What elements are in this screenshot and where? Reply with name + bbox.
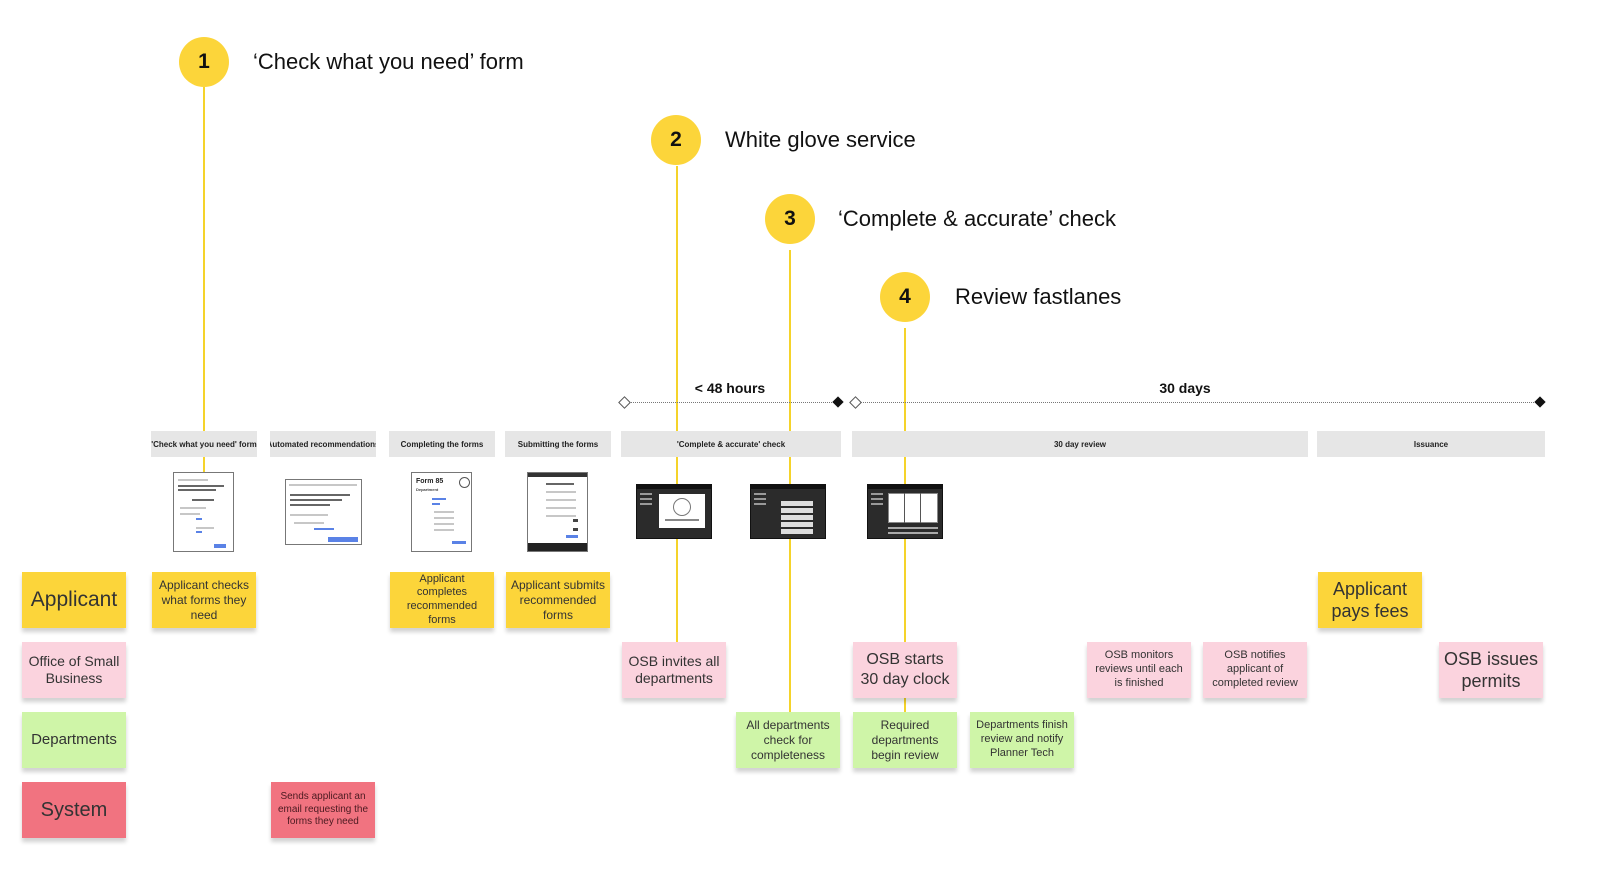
thumbnail-automated-recommendations xyxy=(285,479,362,545)
phase-complete-accurate-check: 'Complete & accurate' check xyxy=(621,431,841,457)
timeline-48-hours-end-marker xyxy=(832,396,844,408)
callout-1-label: ‘Check what you need’ form xyxy=(253,49,524,74)
callout-4-badge: 4 xyxy=(880,272,930,322)
thumbnail-form-85: Form 85 Department xyxy=(411,472,472,552)
sticky-departments-check: All departments check for completeness xyxy=(736,712,840,768)
phase-automated-recommendations: Automated recommendations xyxy=(270,431,376,457)
callout-2-badge: 2 xyxy=(651,115,701,165)
sticky-osb-monitors: OSB monitors reviews until each is finis… xyxy=(1087,642,1191,698)
sticky-applicant-pays: Applicant pays fees xyxy=(1318,572,1422,628)
lane-applicant: Applicant xyxy=(22,572,126,628)
form-85-seal-icon xyxy=(459,477,470,488)
lane-office-of-small-business: Office of Small Business xyxy=(22,642,126,698)
timeline-30-days-label: 30 days xyxy=(1159,380,1211,396)
sticky-departments-finish: Departments finish review and notify Pla… xyxy=(970,712,1074,768)
form-85-subtitle: Department xyxy=(416,487,439,492)
callout-4-label: Review fastlanes xyxy=(955,284,1122,309)
lane-departments: Departments xyxy=(22,712,126,768)
callout-3-badge: 3 xyxy=(765,194,815,244)
sticky-system-sends-email: Sends applicant an email requesting the … xyxy=(271,782,375,838)
sticky-osb-notifies: OSB notifies applicant of completed revi… xyxy=(1203,642,1307,698)
thumbnail-completeness-table xyxy=(750,484,826,539)
timeline-30-days-start-marker xyxy=(849,396,862,409)
timeline-48-hours-line xyxy=(626,402,836,403)
timeline-48-hours-label: < 48 hours xyxy=(694,380,766,396)
thumbnail-inviting-departments xyxy=(636,484,712,539)
sticky-applicant-checks: Applicant checks what forms they need xyxy=(152,572,256,628)
thumbnail-check-form xyxy=(173,472,234,552)
callout-2-line xyxy=(676,166,678,642)
phase-submitting-forms: Submitting the forms xyxy=(505,431,611,457)
timeline-end-marker xyxy=(1534,396,1546,408)
sticky-applicant-submits: Applicant submits recommended forms xyxy=(506,572,610,628)
form-85-title: Form 85 xyxy=(416,478,444,485)
inviting-spinner-icon xyxy=(673,498,691,516)
callout-3-line xyxy=(789,250,791,712)
timeline-start-marker xyxy=(618,396,631,409)
callout-3-label: ‘Complete & accurate’ check xyxy=(838,206,1116,231)
phase-30-day-review: 30 day review xyxy=(852,431,1308,457)
lane-system: System xyxy=(22,782,126,838)
phase-issuance: Issuance xyxy=(1317,431,1545,457)
phase-completing-forms: Completing the forms xyxy=(389,431,495,457)
sticky-departments-begin-review: Required departments begin review xyxy=(853,712,957,768)
sticky-applicant-completes: Applicant completes recommended forms xyxy=(390,572,494,628)
sticky-osb-invites: OSB invites all departments xyxy=(622,642,726,698)
thumbnail-submit-forms xyxy=(527,472,588,552)
phase-check-form: 'Check what you need' form xyxy=(151,431,257,457)
callout-1-badge: 1 xyxy=(179,37,229,87)
callout-2-label: White glove service xyxy=(725,127,916,152)
thumbnail-review-clock xyxy=(867,484,943,539)
timeline-30-days-line xyxy=(858,402,1538,403)
callout-1-line xyxy=(203,87,205,474)
sticky-osb-issues-permits: OSB issues permits xyxy=(1439,642,1543,698)
sticky-osb-starts-clock: OSB starts 30 day clock xyxy=(853,642,957,698)
